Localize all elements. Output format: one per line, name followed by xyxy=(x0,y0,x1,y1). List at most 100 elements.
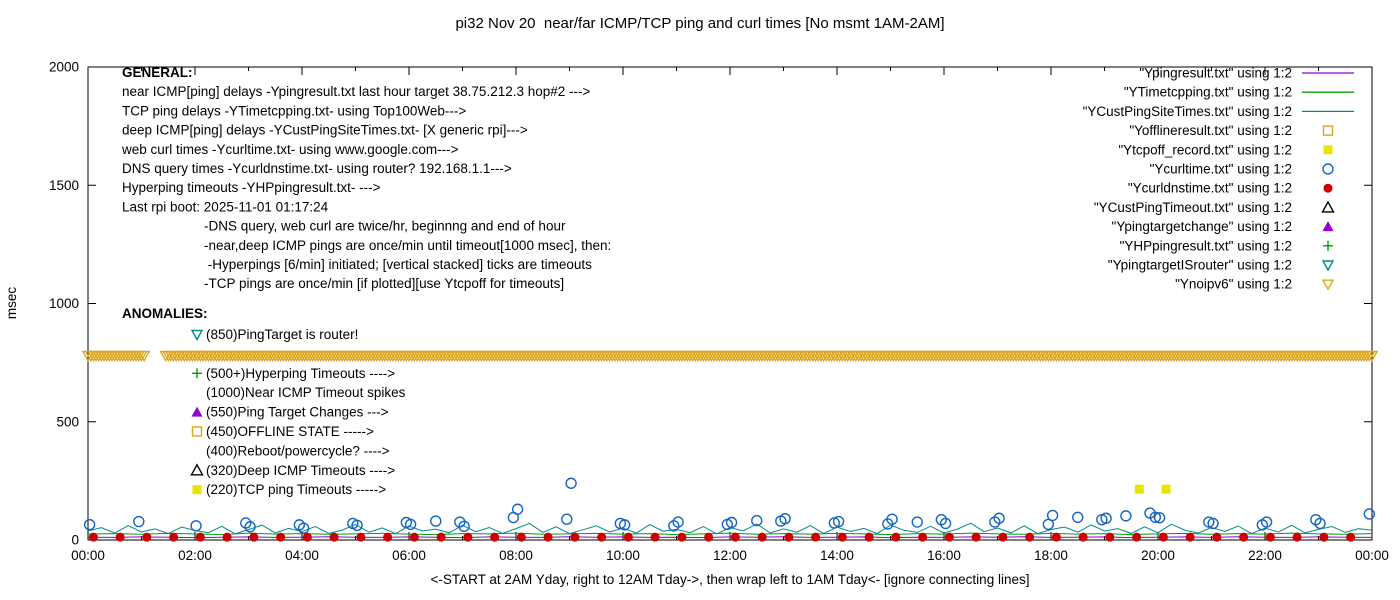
general-line: web curl times -Ycurltime.txt- using www… xyxy=(121,142,459,157)
circle-filled-marker xyxy=(436,532,446,542)
legend-tri-down-open-icon xyxy=(1321,279,1335,291)
legend-circle-filled-icon xyxy=(1323,183,1333,193)
general-line: Last rpi boot: 2025-11-01 01:17:24 xyxy=(122,199,329,214)
x-tick-label: 06:00 xyxy=(392,548,426,563)
square-filled-marker xyxy=(1134,484,1144,494)
legend-label: "Yofflineresult.txt" using 1:2 xyxy=(1129,123,1292,138)
legend-entry: "Ycurltime.txt" using 1:2 xyxy=(1150,162,1334,177)
circle-filled-marker xyxy=(677,532,687,542)
series-Ycurldnstime.txt xyxy=(88,532,1356,542)
circle-filled-marker xyxy=(944,532,954,542)
circle-filled-marker xyxy=(918,532,928,542)
circle-filled-marker xyxy=(757,532,767,542)
circle-filled-marker xyxy=(891,532,901,542)
legend-entry: "YCustPingSiteTimes.txt" using 1:2 xyxy=(1083,104,1354,119)
series-line xyxy=(87,536,1373,539)
legend-label: "YCustPingSiteTimes.txt" using 1:2 xyxy=(1083,104,1292,119)
legend-entry: "Ycurldnstime.txt" using 1:2 xyxy=(1128,181,1333,196)
circle-open-marker xyxy=(1042,518,1055,531)
tri-down-open-icon xyxy=(190,329,204,341)
anomaly-item-label: (400)Reboot/powercycle? ----> xyxy=(206,443,390,458)
legend-label: "YpingtargetISrouter" using 1:2 xyxy=(1108,258,1292,273)
circle-filled-marker xyxy=(1051,532,1061,542)
series-Ytcpoff_record.txt xyxy=(1134,484,1171,494)
x-tick-label: 16:00 xyxy=(927,548,961,563)
series-Ynoipv6 xyxy=(81,350,1379,362)
circle-filled-marker xyxy=(1078,532,1088,542)
circle-open-marker xyxy=(1120,510,1132,522)
x-axis-label: <-START at 2AM Yday, right to 12AM Tday-… xyxy=(431,572,1030,587)
circle-open-marker xyxy=(351,519,363,532)
circle-filled-marker xyxy=(409,532,419,542)
circle-filled-marker xyxy=(597,532,607,542)
circle-filled-marker xyxy=(837,532,847,542)
circle-open-marker xyxy=(1310,513,1322,526)
circle-open-marker xyxy=(993,512,1005,524)
x-tick-label: 14:00 xyxy=(820,548,854,563)
y-tick-label: 0 xyxy=(71,533,79,548)
legend-entry: "Ynoipv6" using 1:2 xyxy=(1175,277,1335,292)
circle-open-marker xyxy=(1363,508,1376,520)
circle-open-marker xyxy=(1072,511,1084,523)
legend-entry: "Ypingtargetchange" using 1:2 xyxy=(1112,219,1334,234)
circle-open-marker xyxy=(618,519,631,531)
circle-filled-marker xyxy=(1025,532,1035,542)
circle-open-marker xyxy=(751,514,763,527)
general-line: deep ICMP[ping] delays -YCustPingSiteTim… xyxy=(122,123,528,138)
general-line: TCP ping delays -YTimetcpping.txt- using… xyxy=(122,103,466,118)
series-Ypingresult.txt xyxy=(87,536,1373,539)
circle-filled-marker xyxy=(195,532,205,542)
anomaly-item-label: (850)PingTarget is router! xyxy=(206,327,358,342)
circle-open-marker xyxy=(1149,511,1162,523)
general-line: Hyperping timeouts -YHPpingresult.txt- -… xyxy=(122,180,381,195)
circle-filled-marker xyxy=(169,532,179,542)
x-tick-label: 12:00 xyxy=(713,548,747,563)
circle-open-marker xyxy=(430,515,442,527)
circle-filled-marker xyxy=(1105,532,1115,542)
anomaly-item-label: (450)OFFLINE STATE -----> xyxy=(206,424,374,439)
circle-open-marker xyxy=(1314,517,1326,530)
legend-entry: "Yofflineresult.txt" using 1:2 xyxy=(1129,123,1334,138)
legend-plus-icon xyxy=(1323,240,1333,251)
legend-entry: "YCustPingTimeout.txt" using 1:2 xyxy=(1094,200,1335,215)
circle-open-marker xyxy=(832,515,845,528)
x-tick-label: 18:00 xyxy=(1034,548,1068,563)
circle-filled-marker xyxy=(704,532,714,542)
general-indented-line: -DNS query, web curl are twice/hr, begin… xyxy=(204,219,566,234)
circle-filled-marker xyxy=(570,532,580,542)
legend-label: "Ycurltime.txt" using 1:2 xyxy=(1150,162,1292,177)
circle-filled-marker xyxy=(730,532,740,542)
legend-label: "YCustPingTimeout.txt" using 1:2 xyxy=(1094,200,1292,215)
x-tick-label: 20:00 xyxy=(1141,548,1175,563)
circle-filled-marker xyxy=(998,532,1008,542)
square-filled-marker xyxy=(1161,484,1171,494)
y-tick-label: 1000 xyxy=(49,296,79,311)
legend-label: "Ytcpoff_record.txt" using 1:2 xyxy=(1118,142,1292,157)
circle-open-marker xyxy=(1100,512,1112,524)
in-plot-annotations: GENERAL:near ICMP[ping] delays -Ypingres… xyxy=(121,65,611,497)
circle-filled-marker xyxy=(1292,532,1302,542)
plus-icon xyxy=(192,368,202,379)
legend-label: "YHPpingresult.txt" using 1:2 xyxy=(1120,238,1292,253)
circle-filled-marker xyxy=(811,532,821,542)
legend-entry: "YpingtargetISrouter" using 1:2 xyxy=(1108,258,1335,273)
circle-open-marker xyxy=(404,518,417,531)
circle-filled-marker xyxy=(650,532,660,542)
circle-open-marker xyxy=(672,516,684,528)
square-filled-icon xyxy=(192,485,202,495)
circle-filled-marker xyxy=(222,532,232,542)
legend-entry: "YHPpingresult.txt" using 1:2 xyxy=(1120,238,1333,253)
circle-open-marker xyxy=(190,520,202,532)
anomaly-item-label: (1000)Near ICMP Timeout spikes xyxy=(206,385,406,400)
circle-open-marker xyxy=(886,513,898,525)
circle-filled-marker xyxy=(329,532,339,542)
legend-circle-open-icon xyxy=(1322,163,1334,175)
circle-filled-marker xyxy=(490,532,500,542)
legend-label: "Ypingresult.txt" using 1:2 xyxy=(1139,66,1292,81)
legend: "Ypingresult.txt" using 1:2"YTimetcpping… xyxy=(1083,66,1354,292)
circle-open-marker xyxy=(779,513,791,525)
circle-open-marker xyxy=(1207,517,1219,530)
circle-filled-marker xyxy=(1212,532,1222,542)
circle-filled-marker xyxy=(249,532,259,542)
